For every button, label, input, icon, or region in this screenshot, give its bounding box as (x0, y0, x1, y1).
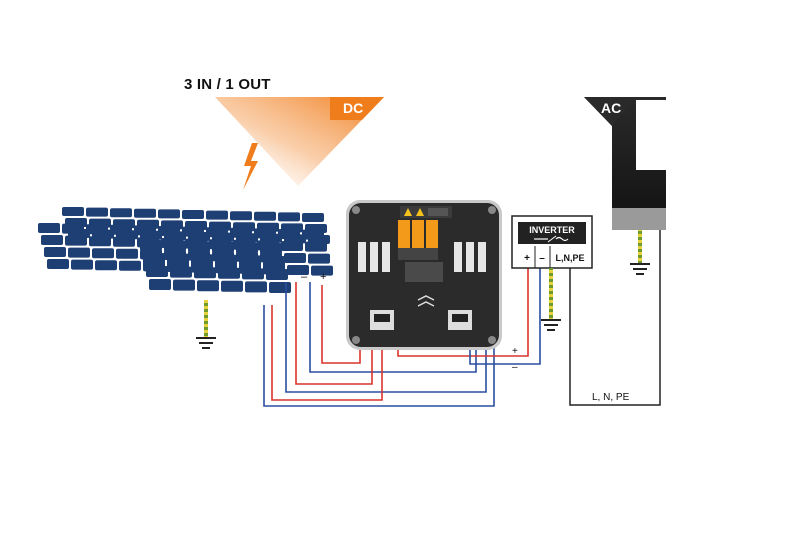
panel-cell (146, 266, 168, 277)
panel-cell (308, 253, 330, 264)
panel-cell (302, 213, 324, 222)
inverter-title: INVERTER (529, 225, 575, 235)
panel-cell (242, 268, 264, 280)
panel-cell (92, 248, 114, 259)
panel-cell (110, 208, 132, 218)
lightning-icon (243, 143, 258, 190)
panel-cell (206, 210, 228, 220)
panel-cell (95, 260, 117, 271)
panel-cell (194, 267, 216, 279)
ground-icon (541, 319, 561, 331)
panel-cell (173, 279, 195, 291)
panel-cell (86, 207, 108, 217)
panel-cell (140, 240, 162, 251)
panel-cell (170, 266, 192, 278)
panel-cell (143, 253, 165, 264)
ac-panel: AC (584, 97, 666, 230)
dc-funnel: DC (215, 97, 384, 186)
panel-cell (212, 241, 234, 253)
panel-cell (134, 225, 156, 236)
ac-line-label: L, N, PE (592, 392, 630, 403)
inverter-plus-mark: + (512, 346, 518, 357)
ac-line (569, 230, 661, 406)
inverter-terminal-ac: L,N,PE (555, 253, 584, 263)
panel-cell (302, 229, 324, 240)
panel-cell (71, 259, 93, 270)
panel-cell (236, 242, 258, 254)
panel-cell (41, 235, 63, 245)
solar-array (38, 207, 333, 293)
panel-plus-mark: + (320, 271, 326, 283)
panel-ground (196, 300, 216, 349)
solar-panel (38, 223, 333, 276)
panel-cell (269, 282, 291, 293)
panel-cell (206, 227, 228, 238)
solar-panel-back (38, 207, 333, 293)
panel-cell (167, 253, 189, 265)
panel-cell (149, 279, 171, 290)
panel-cell (188, 241, 210, 253)
panel-cell (281, 241, 303, 251)
panel-cell (182, 226, 204, 237)
panel-cell (278, 229, 300, 239)
panel-cell (182, 210, 204, 219)
inverter: INVERTER + – L,N,PE (511, 215, 593, 269)
panel-cell (287, 265, 309, 275)
panel-cell (278, 212, 300, 222)
panel-cell (158, 209, 180, 219)
panel-cell (110, 224, 132, 235)
panel-cell (254, 211, 276, 221)
panel-cell (113, 236, 135, 247)
solar-panel (140, 240, 291, 293)
panel-cell (239, 255, 261, 267)
panel-cell (266, 269, 288, 280)
panel-cell (221, 280, 243, 292)
diagram-heading: 3 IN / 1 OUT (184, 76, 271, 93)
ground-icon (630, 263, 650, 275)
panel-cell (218, 267, 240, 279)
panel-cell (47, 259, 69, 269)
panel-cell (311, 265, 333, 276)
panel-cell (230, 227, 252, 238)
panel-cell (68, 247, 90, 258)
inverter-ground (541, 268, 561, 331)
panel-cell (134, 208, 156, 218)
dc-label: DC (343, 100, 363, 116)
dc-to-ac-icon (534, 235, 569, 243)
panel-cell (65, 235, 87, 246)
panel-cell (215, 254, 237, 266)
panel-cell (62, 223, 84, 234)
panel-cell (191, 254, 213, 266)
combiner-box (346, 200, 502, 350)
panel-cell (284, 253, 306, 263)
panel-cell (164, 240, 186, 252)
panel-cell (305, 241, 327, 252)
panel-cell (89, 236, 111, 247)
panel-cell (260, 243, 282, 254)
panel-cell (230, 211, 252, 221)
panel-cell (263, 256, 285, 267)
panel-cell (245, 281, 267, 293)
panel-cell (158, 226, 180, 236)
inverter-terminal-plus: + (524, 253, 530, 264)
ground-icon (196, 337, 216, 349)
panel-cell (116, 248, 138, 259)
panel-cell (86, 224, 108, 235)
panel-cell (38, 223, 60, 233)
panel-cell (119, 260, 141, 271)
panel-minus-mark: – (301, 271, 308, 283)
panel-cell (62, 207, 84, 216)
panel-cell (254, 228, 276, 239)
ac-label: AC (601, 100, 621, 116)
panel-cell (197, 280, 219, 292)
panel-cell (44, 247, 66, 257)
ac-ground (630, 230, 650, 275)
inverter-minus-mark: – (512, 362, 518, 373)
inverter-terminal-minus: – (539, 253, 545, 264)
